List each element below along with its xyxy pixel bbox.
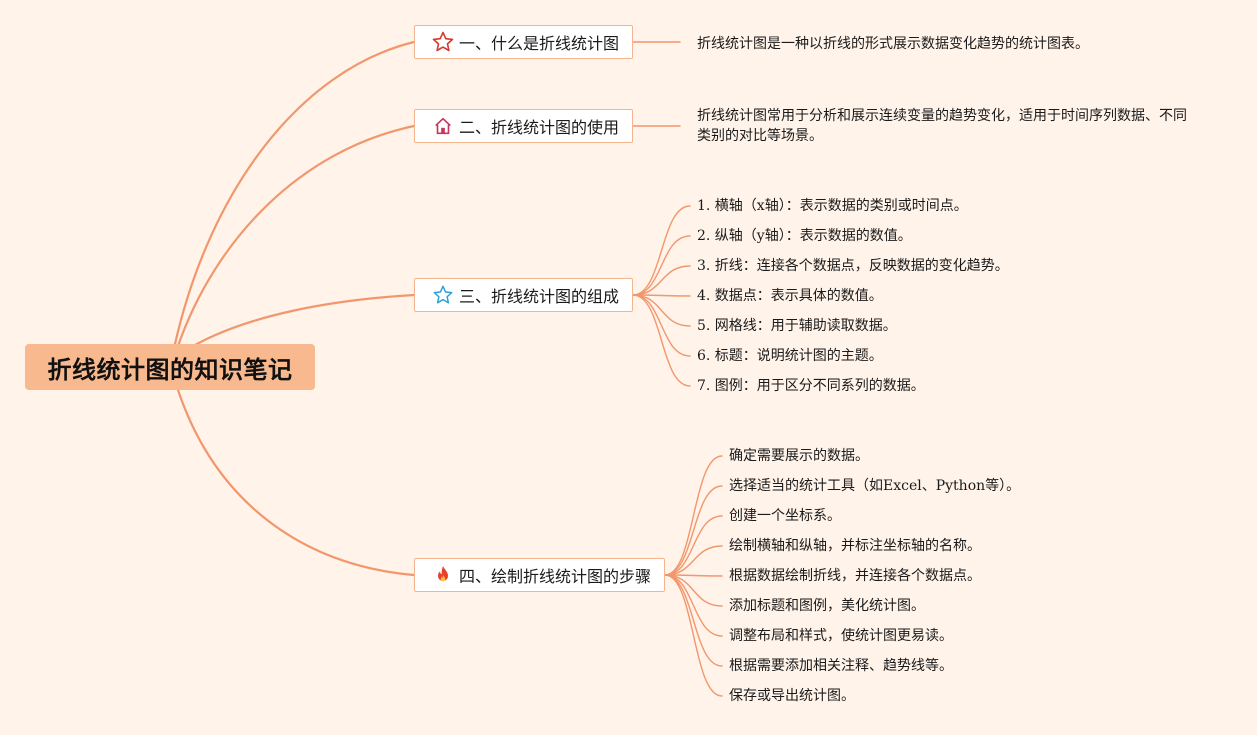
leaf-item-1: 1. 横轴（x轴）：表示数据的类别或时间点。 [697, 198, 968, 214]
step-item-3: 创建一个坐标系。 [729, 508, 841, 524]
step-item-8: 根据需要添加相关注释、趋势线等。 [729, 658, 953, 674]
step-item-6: 添加标题和图例，美化统计图。 [729, 598, 925, 614]
step-item-7: 调整布局和样式，使统计图更易读。 [729, 628, 953, 644]
leaf-item-4: 4. 数据点：表示具体的数值。 [697, 288, 883, 304]
step-link-6 [664, 574, 723, 607]
branch-node-1[interactable]: 一、什么是折线统计图 [414, 25, 633, 59]
root-link-4 [176, 388, 416, 577]
branch-node-2[interactable]: 二、折线统计图的使用 [414, 109, 633, 143]
star-outline-icon [431, 283, 455, 307]
branch-title: 一、什么是折线统计图 [459, 34, 620, 53]
branch-title: 四、绘制折线统计图的步骤 [459, 567, 652, 586]
root-title: 折线统计图的知识笔记 [47, 355, 293, 384]
step-link-9 [664, 574, 723, 697]
step-item-2: 选择适当的统计工具（如Excel、Python等）。 [729, 478, 1021, 494]
component-link-7 [632, 294, 691, 387]
step-item-9: 保存或导出统计图。 [729, 688, 855, 704]
step-link-1 [664, 455, 723, 576]
home-icon [431, 114, 455, 138]
root-link-1 [173, 40, 416, 346]
star-outline-icon [431, 30, 455, 54]
step-item-1: 确定需要展示的数据。 [729, 448, 869, 464]
step-item-4: 绘制横轴和纵轴，并标注坐标轴的名称。 [729, 538, 981, 554]
component-link-2 [632, 235, 691, 296]
root-node[interactable]: 折线统计图的知识笔记 [25, 344, 315, 390]
component-link-1 [632, 205, 691, 296]
leaf-item-2: 2. 纵轴（y轴）：表示数据的数值。 [697, 228, 912, 244]
step-link-8 [664, 574, 723, 667]
leaf-item-3: 3. 折线：连接各个数据点，反映数据的变化趋势。 [697, 258, 1009, 274]
leaf-text: 折线统计图是一种以折线的形式展示数据变化趋势的统计图表。 [697, 36, 1089, 52]
root-link-2 [176, 124, 416, 348]
leaf-item-6: 6. 标题：说明统计图的主题。 [697, 348, 883, 364]
step-link-4 [664, 545, 723, 576]
branch-node-4[interactable]: 四、绘制折线统计图的步骤 [414, 558, 665, 592]
component-link-3 [632, 265, 691, 296]
leaf-text: 折线统计图常用于分析和展示连续变量的趋势变化，适用于时间序列数据、不同类别的对比… [697, 108, 1187, 144]
branch-title: 三、折线统计图的组成 [459, 287, 620, 306]
root-link-3 [193, 293, 416, 347]
step-item-5: 根据数据绘制折线，并连接各个数据点。 [729, 568, 981, 584]
leaf-item-5: 5. 网格线：用于辅助读取数据。 [697, 318, 897, 334]
branch-title: 二、折线统计图的使用 [459, 118, 620, 137]
leaf-item-7: 7. 图例：用于区分不同系列的数据。 [697, 378, 925, 394]
step-link-2 [664, 485, 723, 576]
step-link-3 [664, 515, 723, 576]
branch-node-3[interactable]: 三、折线统计图的组成 [414, 278, 633, 312]
component-link-5 [632, 294, 691, 327]
fire-icon [431, 563, 455, 587]
